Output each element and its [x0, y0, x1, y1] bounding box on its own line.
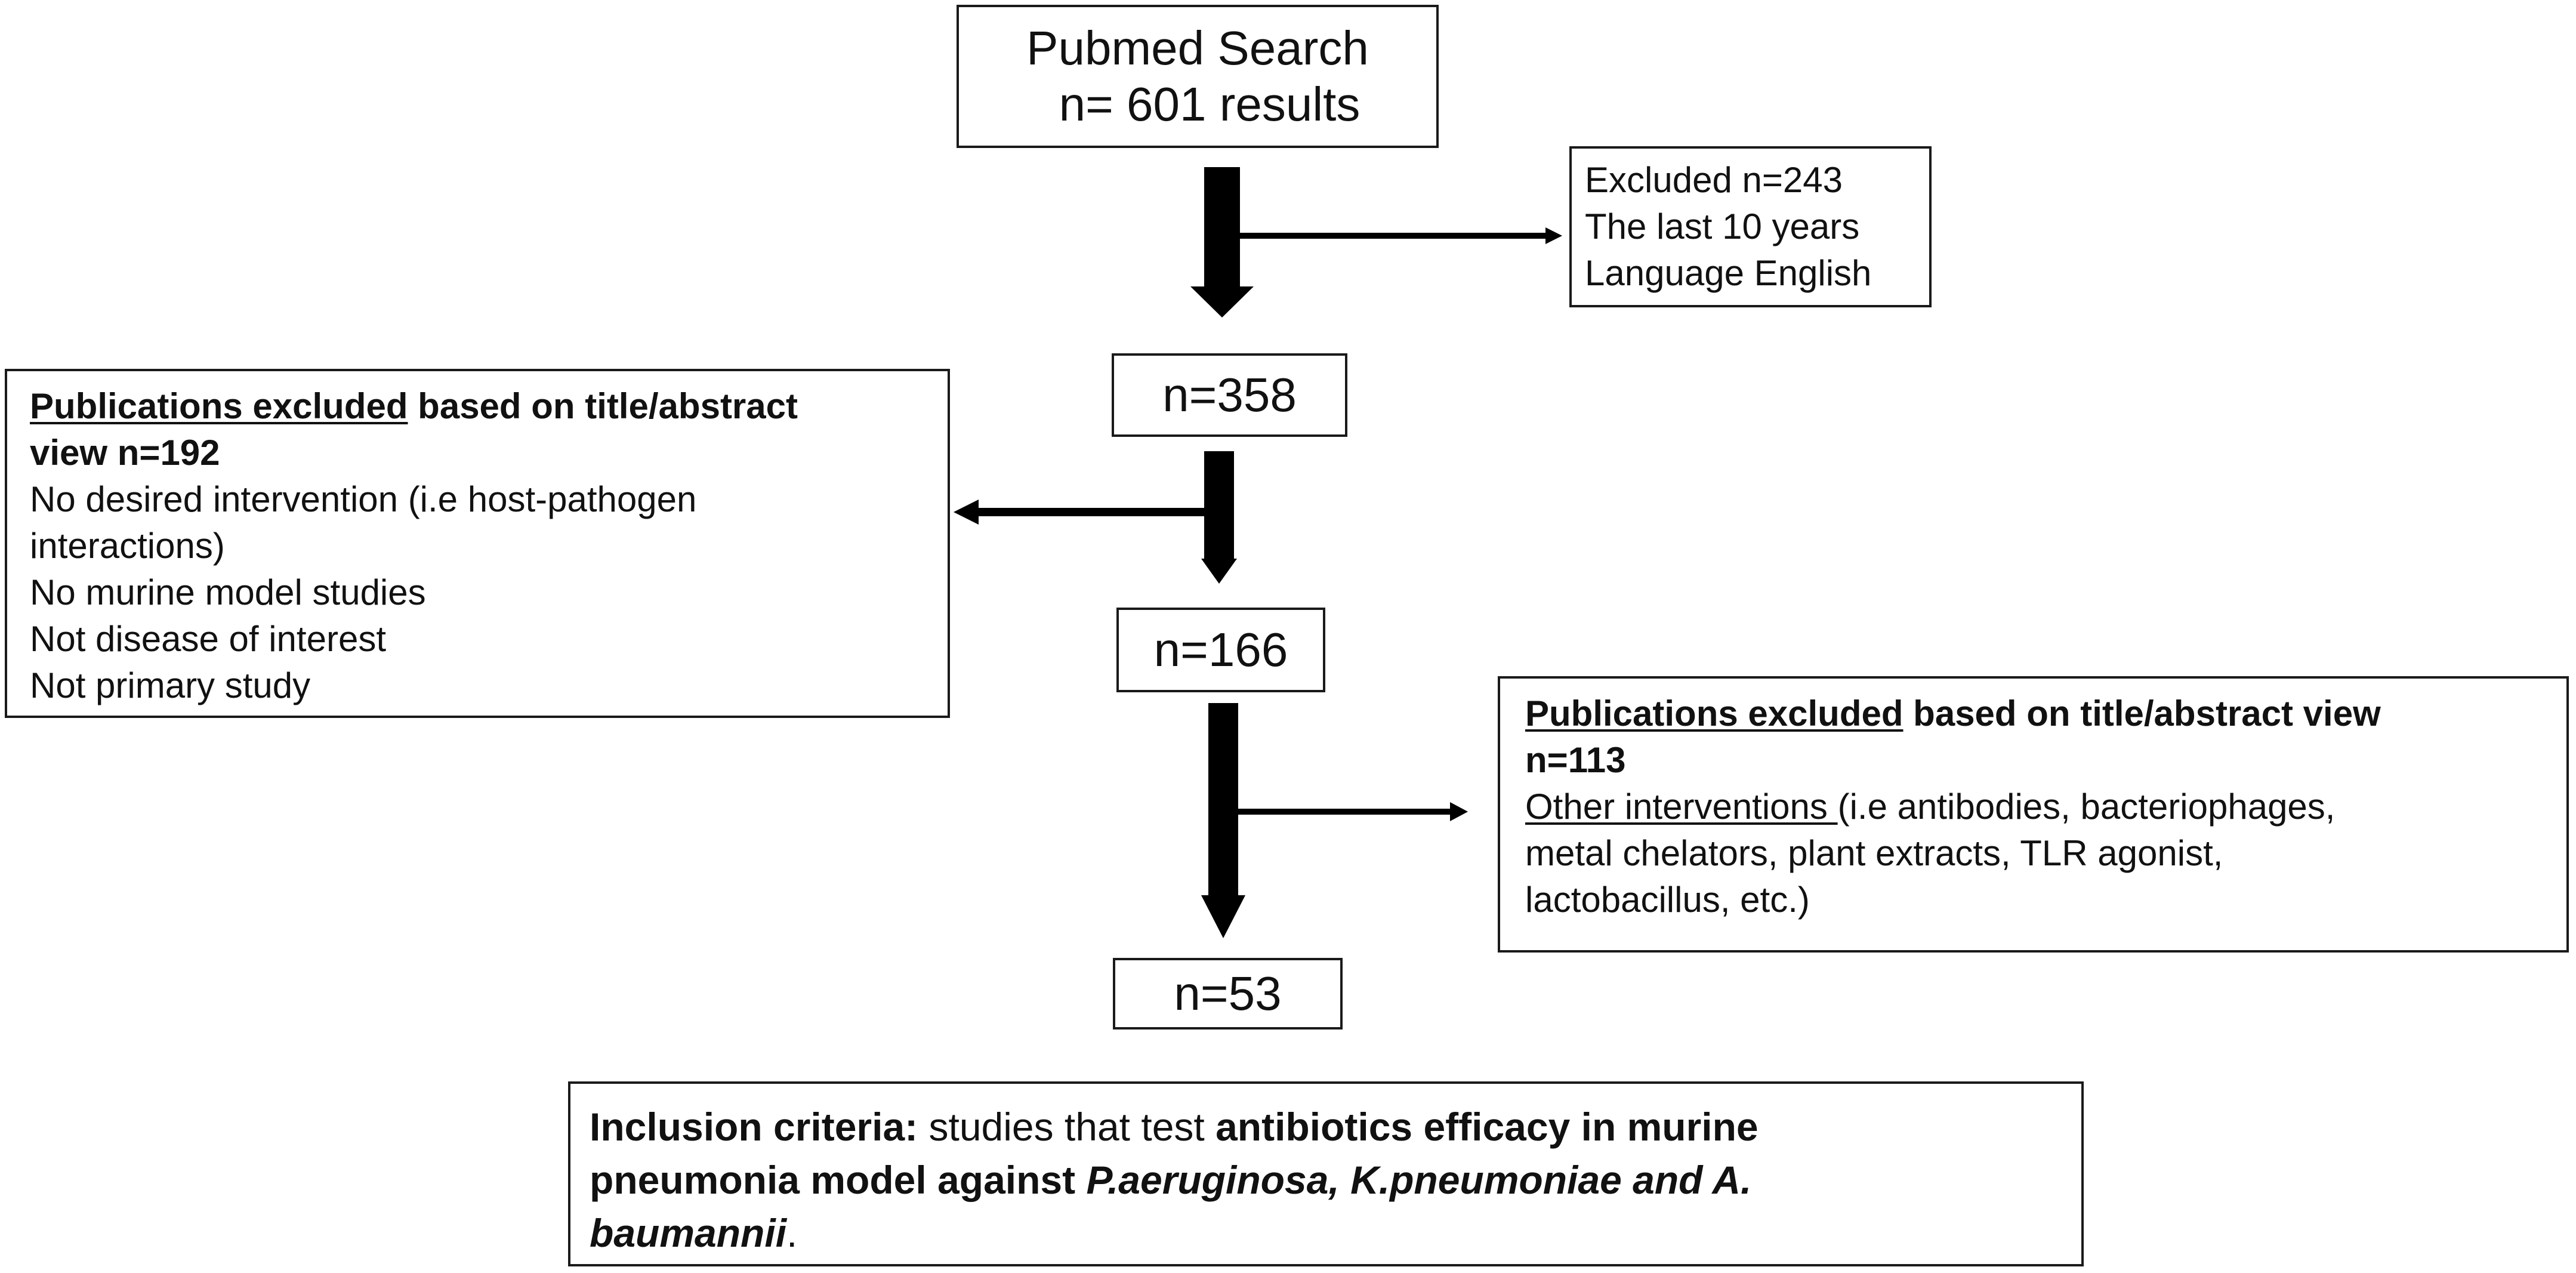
excluded-113-criterion: Other interventions (i.e antibodies, bac… — [1525, 784, 2566, 830]
side-arrow-1-line — [1240, 233, 1545, 239]
excluded-113-box: Publications excluded based on title/abs… — [1498, 676, 2569, 953]
main-arrow-2-head — [1201, 559, 1237, 584]
pubmed-title: Pubmed Search — [1026, 21, 1369, 75]
pubmed-search-box: Pubmed Search n= 601 results — [957, 5, 1439, 148]
inclusion-text: studies that test — [918, 1105, 1216, 1149]
side-arrow-3-line — [1238, 809, 1450, 815]
excluded-192-box: Publications excluded based on title/abs… — [5, 369, 950, 718]
excluded-113-heading: Publications excluded based on title/abs… — [1525, 691, 2566, 737]
inclusion-line-2: pneumonia model against P.aeruginosa, K.… — [590, 1154, 2081, 1207]
excluded-years-criterion: The last 10 years — [1585, 206, 1860, 246]
excluded-language-criterion: Language English — [1585, 253, 1872, 293]
count-53-box: n=53 — [1113, 958, 1343, 1030]
other-interventions-rest: (i.e antibodies, bacteriophages, — [1837, 787, 2336, 827]
count-358-label: n=358 — [1162, 368, 1297, 421]
main-arrow-1-head — [1190, 286, 1254, 318]
excluded-113-heading-underlined: Publications excluded — [1525, 693, 1904, 733]
excluded-113-criterion: lactobacillus, etc.) — [1525, 880, 1810, 920]
inclusion-pathogens-2: baumannii — [590, 1211, 787, 1256]
main-arrow-3-shaft — [1208, 703, 1238, 895]
excluded-192-criterion: Not primary study — [30, 665, 311, 705]
count-358-box: n=358 — [1112, 353, 1347, 437]
excluded-192-heading: Publications excluded based on title/abs… — [30, 383, 948, 430]
inclusion-criteria-box: Inclusion criteria: studies that test an… — [568, 1081, 2084, 1266]
inclusion-pathogens-1: P.aeruginosa, K.pneumoniae and A. — [1086, 1158, 1752, 1203]
inclusion-bold-1: antibiotics efficacy in murine — [1215, 1105, 1759, 1149]
inclusion-label: Inclusion criteria: — [590, 1105, 918, 1149]
excluded-192-heading-rest: based on title/abstract — [408, 386, 798, 426]
side-arrow-1-head — [1545, 227, 1562, 244]
excluded-243-count: Excluded n=243 — [1585, 160, 1843, 200]
side-arrow-3-head — [1450, 802, 1468, 821]
inclusion-line-1: Inclusion criteria: studies that test an… — [590, 1101, 2081, 1154]
excluded-192-criterion: Not disease of interest — [30, 619, 386, 659]
other-interventions-underlined: Other interventions — [1525, 787, 1838, 827]
inclusion-bold-2: pneumonia model against — [590, 1158, 1087, 1203]
main-arrow-1-shaft — [1204, 167, 1240, 286]
main-arrow-2-shaft — [1204, 451, 1234, 559]
count-53-label: n=53 — [1174, 966, 1282, 1020]
side-arrow-2-head — [954, 500, 979, 525]
excluded-192-criterion: interactions) — [30, 526, 225, 566]
count-166-box: n=166 — [1116, 608, 1325, 692]
side-arrow-2-line — [979, 508, 1204, 516]
main-arrow-3-head — [1201, 895, 1245, 938]
excluded-113-count: n=113 — [1525, 740, 1626, 780]
excluded-113-heading-rest: based on title/abstract view — [1903, 693, 2381, 733]
excluded-date-language-box: Excluded n=243 The last 10 years Languag… — [1569, 146, 1932, 307]
inclusion-end: . — [786, 1211, 798, 1256]
count-166-label: n=166 — [1153, 622, 1288, 676]
inclusion-line-3: baumannii. — [590, 1207, 2081, 1260]
excluded-192-criterion: No murine model studies — [30, 572, 426, 612]
excluded-192-criterion: No desired intervention (i.e host-pathog… — [30, 479, 697, 519]
excluded-192-count: view n=192 — [30, 433, 220, 473]
excluded-113-criterion: metal chelators, plant extracts, TLR ago… — [1525, 833, 2223, 873]
pubmed-results-count: n= 601 results — [1059, 78, 1361, 131]
excluded-192-heading-underlined: Publications excluded — [30, 386, 408, 426]
